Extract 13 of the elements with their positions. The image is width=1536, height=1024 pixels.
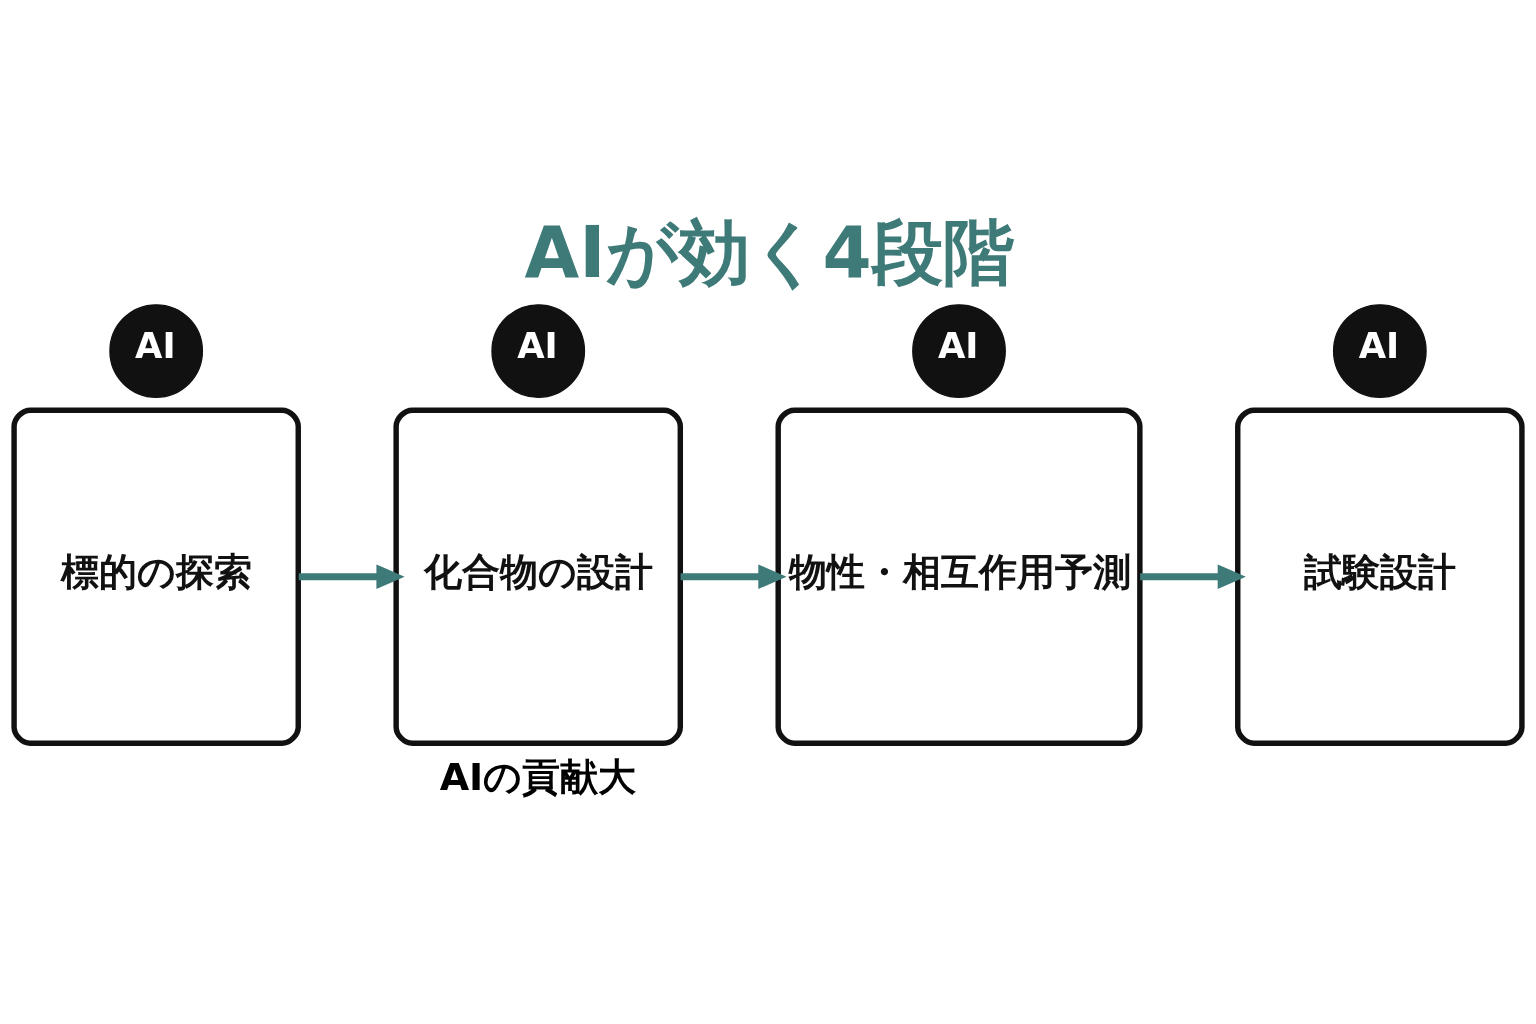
- node-circle: AI: [109, 303, 204, 398]
- arrow: [298, 563, 405, 589]
- label: AIの貢献大: [439, 754, 637, 799]
- node-circle: AI: [1332, 303, 1427, 398]
- node-box: 化合物の設計: [393, 406, 683, 746]
- diagram-title: AIが効く4段階: [524, 210, 1014, 294]
- arrow: [1140, 563, 1246, 589]
- arrow: [680, 563, 787, 589]
- node-circle: AI: [912, 303, 1006, 398]
- node-box: 物性・相互作用予測: [775, 406, 1143, 746]
- node-circle: AI: [491, 303, 586, 398]
- node-box: 標的の探索: [11, 406, 301, 746]
- node-box: 試験設計: [1235, 406, 1525, 746]
